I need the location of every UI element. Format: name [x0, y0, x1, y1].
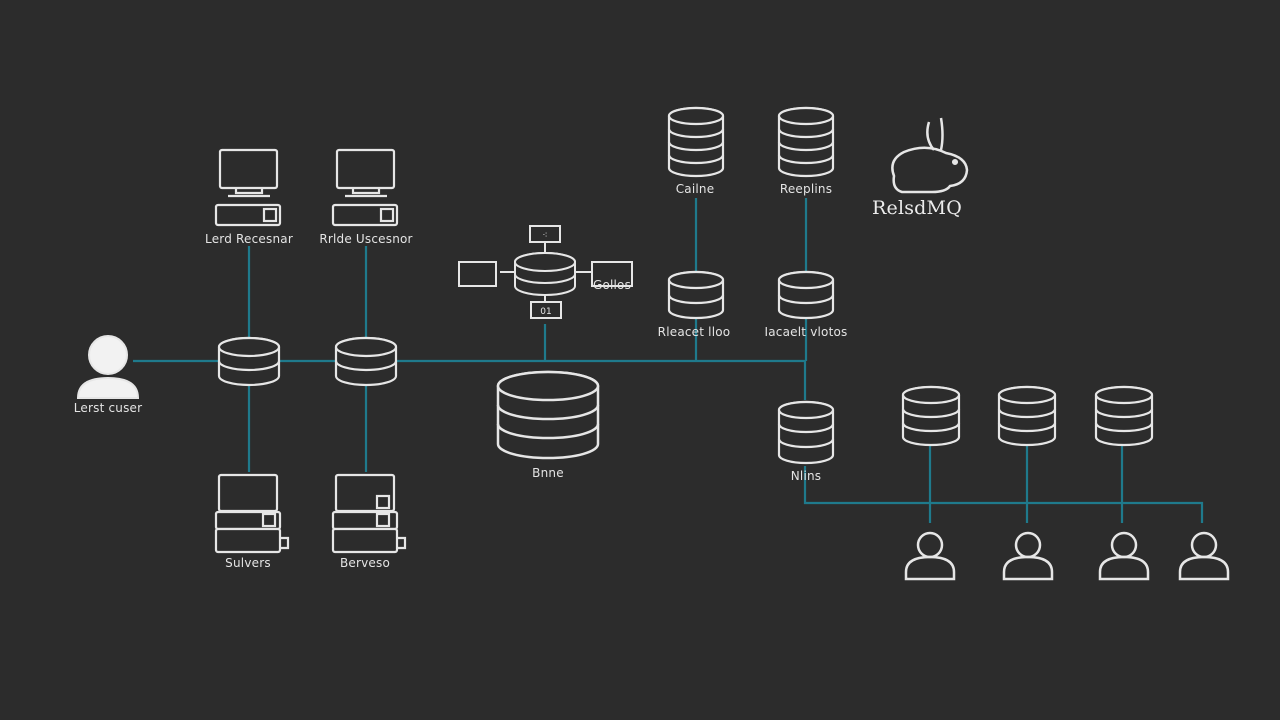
- cluster-db-icon-2: [997, 385, 1057, 447]
- main-database-icon: [496, 370, 600, 460]
- cluster-db-icon-1: [901, 385, 961, 447]
- nodes-db-icon: [777, 400, 835, 465]
- monitor-icon-1: [214, 148, 282, 227]
- label-server-2: Berveso: [339, 556, 391, 570]
- label-queue-right: Gollos: [592, 278, 632, 292]
- insert-db-icon: [777, 270, 835, 320]
- client-links: [928, 445, 1124, 523]
- label-cache: Cailne: [675, 182, 715, 196]
- label-load-balancer-1: Lerd Recesnar: [205, 232, 293, 246]
- label-nodes-db: Nlins: [790, 469, 822, 483]
- connectors: [133, 198, 1204, 523]
- brand-wordmark: RelsdMQ: [872, 197, 962, 219]
- cluster-db-icon-3: [1094, 385, 1154, 447]
- client-user-icon-4: [1178, 531, 1230, 581]
- queue-badge-bottom: 01: [540, 307, 551, 317]
- nodes-link-line: [803, 361, 1204, 523]
- monitor-icon-2: [331, 148, 399, 227]
- replica-db-icon: [777, 106, 835, 178]
- label-insert-db: Iacaelt vlotos: [764, 325, 848, 339]
- client-user-icon-2: [1002, 531, 1054, 581]
- client-user-icon-3: [1098, 531, 1150, 581]
- server-icon-1: [214, 473, 290, 554]
- client-user-icon-1: [904, 531, 956, 581]
- rabbit-icon: [891, 117, 969, 194]
- server-icon-2: [331, 473, 407, 554]
- lb-db-icon-2: [334, 336, 398, 387]
- queue-badge-top: ⁖: [542, 231, 547, 241]
- cache-db-icon: [667, 106, 725, 178]
- label-load-balancer-2: Rrlde Uscesnor: [319, 232, 413, 246]
- left-user-icon: [76, 335, 140, 399]
- label-main-db: Bnne: [532, 466, 564, 480]
- label-replica: Reeplins: [779, 182, 833, 196]
- label-lerst-cuser: Lerst cuser: [73, 401, 143, 415]
- cache-node-db-icon: [667, 270, 725, 320]
- lb-db-icon-1: [217, 336, 281, 387]
- label-cache-node: Rleacet lloo: [657, 325, 731, 339]
- label-server-1: Sulvers: [225, 556, 271, 570]
- queue-icon: [458, 225, 633, 319]
